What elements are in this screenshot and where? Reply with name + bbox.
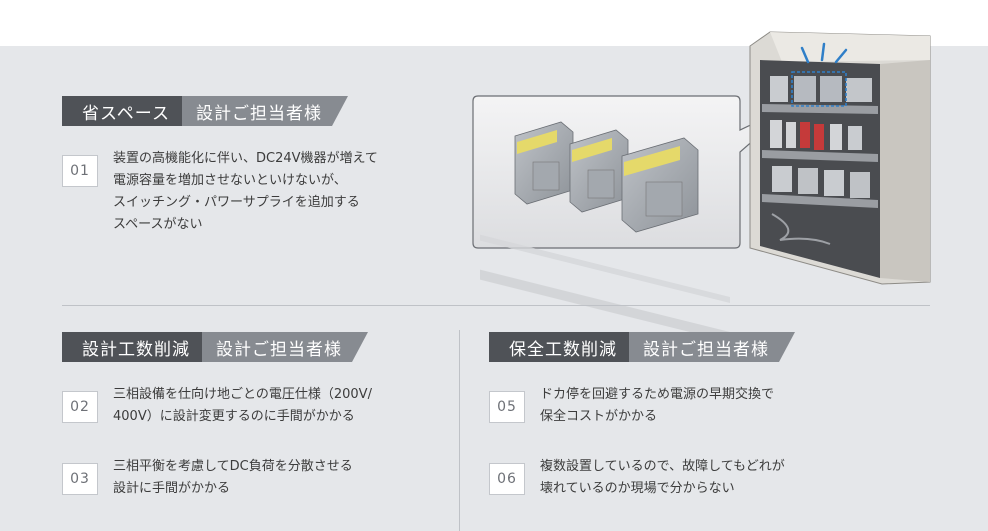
item-line: 保全コストがかかる xyxy=(540,409,658,424)
power-module-1 xyxy=(514,121,574,205)
item-line: スイッチング・パワーサプライを追加する xyxy=(113,195,360,210)
item-text: 三相平衡を考慮してDC負荷を分散させる 設計に手間がかかる xyxy=(113,456,353,500)
highlight-box xyxy=(791,71,847,107)
item-number: 03 xyxy=(62,463,98,495)
item-number: 02 xyxy=(62,391,98,423)
item-text: 複数設置しているので、故障してもどれが 壊れているのか現場で分からない xyxy=(540,456,785,500)
section-divider-vertical xyxy=(459,330,460,531)
tag-arrow xyxy=(352,332,368,362)
item-text: 三相設備を仕向け地ごとの電圧仕様（200V/ 400V）に設計変更するのに手間が… xyxy=(113,384,372,428)
tag-main-label: 設計工数削減 xyxy=(62,332,202,362)
item-line: スペースがない xyxy=(113,217,203,232)
item-line: 400V）に設計変更するのに手間がかかる xyxy=(113,409,355,424)
section-tag-maintenance-effort: 保全工数削減 設計ご担当者様 xyxy=(489,332,795,362)
section-tag-space-saving: 省スペース 設計ご担当者様 xyxy=(62,96,348,126)
power-module-3 xyxy=(621,137,699,233)
tag-sub-label: 設計ご担当者様 xyxy=(181,96,332,126)
item-line: 複数設置しているので、故障してもどれが xyxy=(540,459,785,474)
item-line: ドカ停を回避するため電源の早期交換で xyxy=(540,387,775,402)
item-line: 三相平衡を考慮してDC負荷を分散させる xyxy=(113,459,353,474)
item-text: ドカ停を回避するため電源の早期交換で 保全コストがかかる xyxy=(540,384,774,428)
item-line: 三相設備を仕向け地ごとの電圧仕様（200V/ xyxy=(113,387,372,402)
item-number: 05 xyxy=(489,391,525,423)
power-module-2 xyxy=(569,129,629,213)
section-divider-horizontal xyxy=(62,305,930,306)
tag-arrow xyxy=(779,332,795,362)
item-line: 電源容量を増加させないといけないが、 xyxy=(113,173,347,188)
item-line: 装置の高機能化に伴い、DC24V機器が増えて xyxy=(113,151,378,166)
tag-sub-label: 設計ご担当者様 xyxy=(629,332,779,362)
tag-main-label: 保全工数削減 xyxy=(489,332,629,362)
tag-arrow xyxy=(331,96,348,126)
item-number: 06 xyxy=(489,463,525,495)
item-text: 装置の高機能化に伴い、DC24V機器が増えて 電源容量を増加させないといけないが… xyxy=(113,148,378,236)
item-number: 01 xyxy=(62,155,98,187)
item-line: 壊れているのか現場で分からない xyxy=(540,481,735,496)
tag-main-label: 省スペース xyxy=(62,96,182,126)
section-tag-design-effort: 設計工数削減 設計ご担当者様 xyxy=(62,332,368,362)
item-line: 設計に手間がかかる xyxy=(113,481,231,496)
tag-sub-label: 設計ご担当者様 xyxy=(202,332,352,362)
